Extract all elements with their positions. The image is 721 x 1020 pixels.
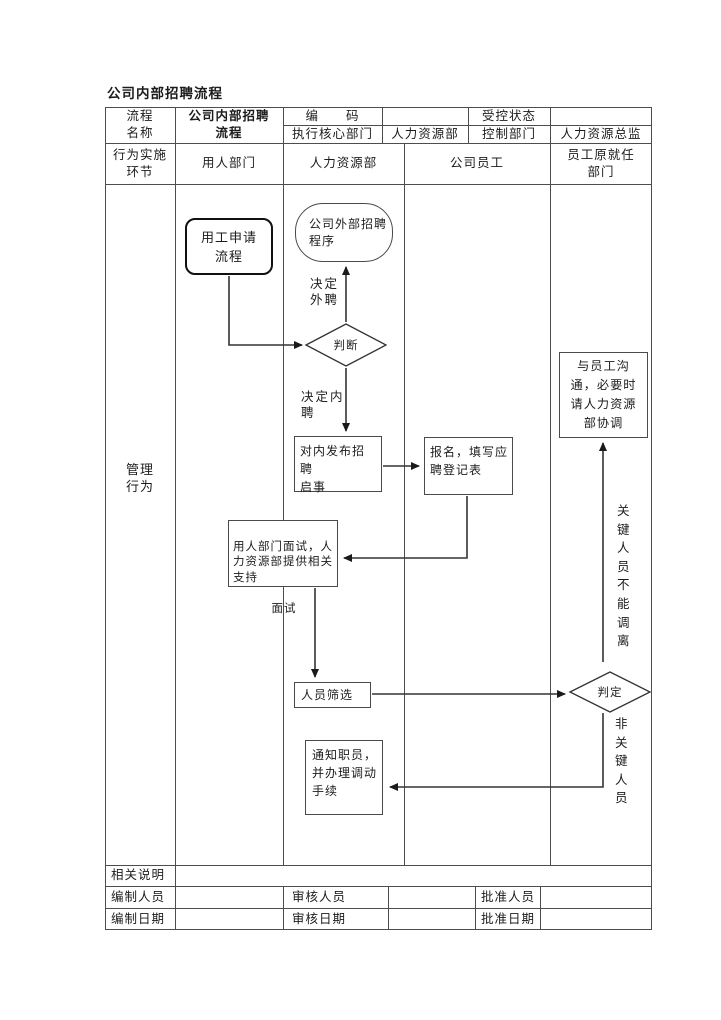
grid-vline [540, 886, 541, 930]
grid-vline [382, 107, 383, 143]
lane-row-label: 行为实施 环节 [112, 147, 167, 179]
controlled-status-label: 受控状态 [481, 108, 536, 123]
grid-vline [175, 107, 176, 930]
grid-hline [105, 143, 652, 144]
screening-node: 人员筛选 [294, 682, 371, 708]
interview-node-text: 用人部门面试，人 力资源部提供相关 支持 [233, 540, 333, 584]
lane-header-hr-dept: 人力资源部 [309, 156, 378, 170]
signup-node: 报名，填写应 聘登记表 [424, 437, 513, 495]
exec-dept-label: 执行核心部门 [291, 126, 373, 141]
grid-vline [283, 107, 284, 865]
grid-hline [105, 908, 652, 909]
lane-header-original-dept: 员工原就任 部门 [567, 147, 635, 179]
table-border [105, 107, 652, 930]
publish-node: 对内发布招聘 启事 [294, 436, 382, 494]
communicate-node: 与员工沟 通，必要时 请人力资源 部协调 [559, 352, 648, 438]
grid-vline [468, 107, 469, 143]
body-row-label: 管理 行为 [125, 462, 154, 494]
approver-label: 批准人员 [481, 889, 536, 904]
process-name-value: 公司内部招聘 流程 [188, 109, 270, 140]
lane-header-employing-dept: 用人部门 [201, 156, 256, 170]
grid-hline [105, 886, 652, 887]
decision-1-label: 判断 [333, 340, 359, 352]
control-dept-value: 人力资源总监 [560, 126, 642, 141]
grid-hline [283, 125, 652, 126]
grid-vline [388, 886, 389, 930]
grid-vline [550, 107, 551, 865]
exec-dept-value: 人力资源部 [391, 126, 459, 141]
page-title: 公司内部招聘流程 [107, 86, 223, 101]
external-recruit-node: 公司外部招聘 程序 [295, 203, 393, 262]
grid-vline [404, 143, 405, 865]
interview-node-sublabel: 面试 [271, 602, 297, 615]
decision-2-label: 判定 [597, 687, 623, 699]
approve-date-label: 批准日期 [481, 911, 536, 926]
start-node-labor-request: 用工申请 流程 [185, 218, 273, 275]
make-date-label: 编制日期 [111, 911, 166, 926]
grid-vline [283, 886, 284, 930]
notes-label: 相关说明 [111, 868, 166, 882]
maker-label: 编制人员 [111, 889, 166, 904]
grid-hline [105, 184, 652, 185]
grid-vline [475, 886, 476, 930]
edge-label-internal: 决定内 聘 [301, 390, 345, 420]
code-label: 编 码 [305, 108, 360, 123]
interview-node: 用人部门面试，人 力资源部提供相关 支持 面试 [228, 520, 338, 615]
process-name-label: 流程 名称 [126, 109, 154, 140]
grid-hline [105, 865, 652, 866]
control-dept-label: 控制部门 [481, 126, 536, 141]
edge-label-nonkey-staff: 非 关 键 人 员 [615, 717, 628, 806]
decision-diamond-1 [304, 323, 388, 367]
review-date-label: 审核日期 [292, 911, 347, 926]
edge-label-external: 决定 外聘 [310, 277, 340, 307]
notify-node: 通知职员， 并办理调动 手续 [305, 740, 383, 815]
decision-diamond-2 [568, 671, 652, 713]
edge-label-key-staff: 关 键 人 员 不 能 调 离 [617, 504, 630, 649]
lane-header-employees: 公司员工 [449, 156, 504, 170]
reviewer-label: 审核人员 [292, 889, 347, 904]
